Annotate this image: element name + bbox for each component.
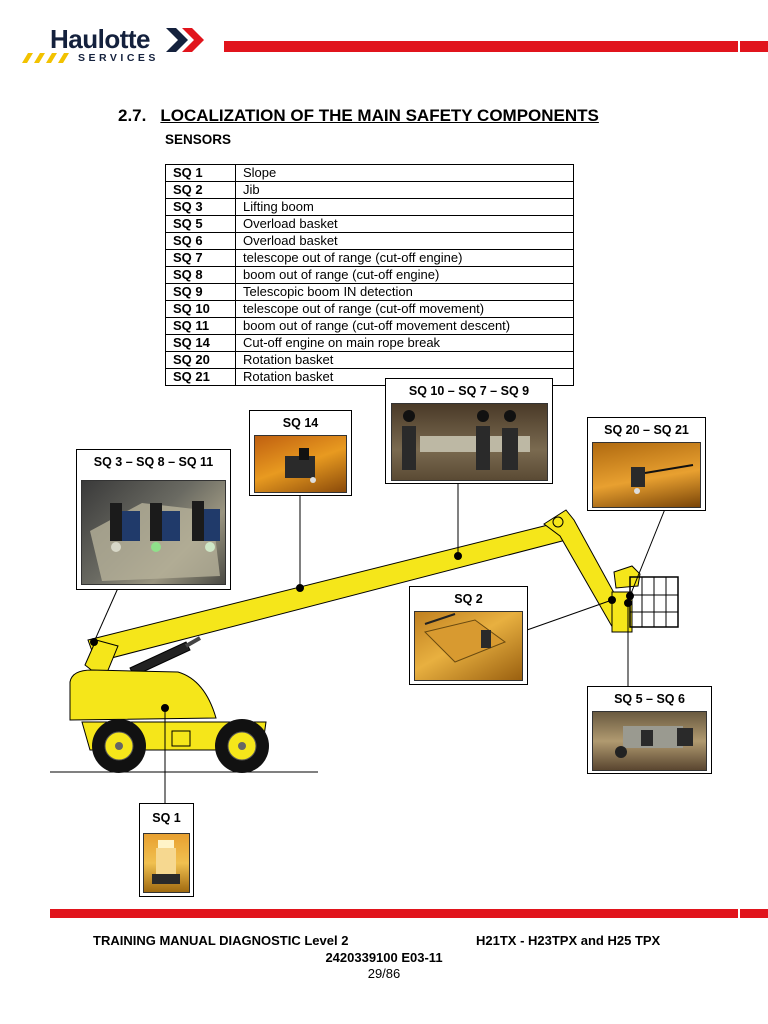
callout-label: SQ 1 (152, 811, 181, 825)
footer-models: H21TX - H23TPX and H25 TPX (476, 933, 661, 948)
callout-label: SQ 10 – SQ 7 – SQ 9 (408, 384, 530, 398)
sensor-description: Lifting boom (235, 198, 574, 216)
page-number: 29/86 (367, 966, 401, 981)
sensors-heading: SENSORS (165, 132, 232, 147)
sensor-photo-sq1 (143, 833, 190, 893)
header-bar (224, 41, 768, 52)
sensor-description: telescope out of range (cut-off engine) (235, 249, 574, 267)
basket-top (613, 565, 641, 589)
sensor-code: SQ 3 (165, 198, 236, 216)
callout-label: SQ 3 – SQ 8 – SQ 11 (93, 455, 214, 469)
logo-chevrons-icon (166, 28, 204, 52)
sensor-photo-sq14 (254, 435, 347, 493)
sensor-photo-sq2 (414, 611, 523, 681)
footer-bar (50, 909, 768, 918)
section-number: 2.7. (118, 106, 147, 125)
sensor-code: SQ 6 (165, 232, 236, 250)
sensor-description: Telescopic boom IN detection (235, 283, 574, 301)
callout-label: SQ 5 – SQ 6 (614, 692, 685, 706)
callout-label: SQ 14 (282, 416, 319, 430)
callout-label: SQ 2 (454, 592, 483, 606)
callout-sq20-sq21: SQ 20 – SQ 21 (587, 417, 706, 511)
sensor-photo-sq5-sq6 (592, 711, 707, 771)
logo-stripes (22, 53, 69, 63)
footer-document-ref: 2420339100 E03-11 (325, 950, 443, 965)
callout-label: SQ 20 – SQ 21 (604, 423, 689, 437)
callout-sq2: SQ 2 (409, 586, 528, 685)
sensor-description: Overload basket (235, 215, 574, 233)
sensor-photo-sq3-sq8-sq11 (81, 480, 226, 585)
footer-bar-notch (738, 909, 740, 918)
brand-sub: SERVICES (78, 52, 159, 64)
wheel-left (92, 719, 146, 773)
sensor-code: SQ 11 (165, 317, 236, 335)
sensor-code: SQ 21 (165, 368, 236, 386)
section-heading: 2.7. LOCALIZATION OF THE MAIN SAFETY COMP… (118, 106, 599, 126)
section-title: LOCALIZATION OF THE MAIN SAFETY COMPONEN… (160, 106, 599, 125)
sensor-photo-sq10-sq7-sq9 (391, 403, 548, 481)
sensor-description: Rotation basket (235, 351, 574, 369)
footer-manual-title: TRAINING MANUAL DIAGNOSTIC Level 2 (93, 933, 349, 948)
sensor-code: SQ 1 (165, 164, 236, 182)
callout-sq1: SQ 1 (139, 803, 194, 897)
callout-sq5-sq6: SQ 5 – SQ 6 (587, 686, 712, 774)
callout-sq10-sq7-sq9: SQ 10 – SQ 7 – SQ 9 (385, 378, 553, 484)
header-bar-notch (738, 41, 740, 52)
sensor-code: SQ 14 (165, 334, 236, 352)
turret (69, 669, 217, 721)
brand-logo: Haulotte (50, 24, 151, 54)
sensor-description: boom out of range (cut-off movement desc… (235, 317, 574, 335)
wheel-right (215, 719, 269, 773)
callout-sq14: SQ 14 (249, 410, 352, 496)
sensor-description: telescope out of range (cut-off movement… (235, 300, 574, 318)
callout-sq3-sq8-sq11: SQ 3 – SQ 8 – SQ 11 (76, 449, 231, 590)
sensor-photo-sq20-sq21 (592, 442, 701, 508)
